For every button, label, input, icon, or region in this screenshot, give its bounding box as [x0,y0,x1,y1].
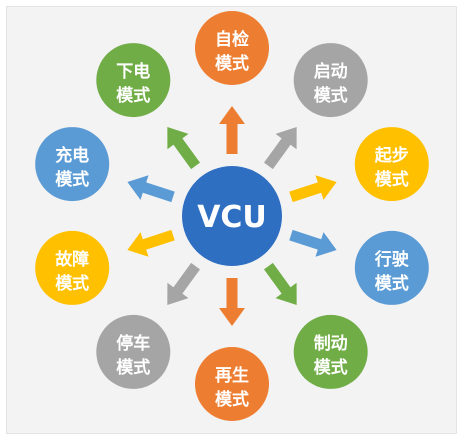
mode-circle-charge [35,127,110,202]
vcu-hub-label: VCU [197,200,267,235]
mode-label-launch-line1: 起步 [374,145,409,166]
arrow-to-drive-mode [289,229,337,257]
arrow-to-parking-mode [167,262,201,305]
arrow-to-regen-mode [219,278,245,326]
vcu-hub-circle [182,166,282,266]
mode-label-charge-line2: 模式 [55,169,89,190]
arrow-to-charge-mode [127,175,175,203]
arrow-to-self-check-mode [219,106,245,154]
mode-label-fault-line2: 模式 [55,273,89,294]
arrow-to-brake-mode [263,262,297,305]
mode-label-start-line2: 模式 [314,85,348,106]
mode-label-brake-line1: 制动 [314,333,348,354]
mode-label-regen-line1: 再生 [215,365,249,386]
mode-label-power-off-line1: 下电 [116,61,150,82]
mode-label-self-check-line1: 自检 [215,29,249,50]
mode-label-regen-line2: 模式 [215,389,249,410]
arrow-to-launch-mode [289,175,337,203]
mode-label-start-line1: 启动 [314,61,348,82]
mode-label-brake-line2: 模式 [314,357,348,378]
mode-label-fault-line1: 故障 [55,249,89,270]
mode-circle-power-off [96,43,171,118]
mode-circle-self-check [195,11,269,85]
mode-label-drive-line1: 行驶 [374,249,409,270]
mode-label-parking-line2: 模式 [116,357,150,378]
mode-label-launch-line2: 模式 [375,169,409,190]
arrow-layer [127,106,337,326]
vcu-hub: VCU [182,166,282,266]
arrow-to-start-mode [263,127,297,170]
arrow-to-power-off-mode [167,127,201,170]
mode-circle-fault [35,230,110,305]
mode-node-layer: 自检模式启动模式起步模式行驶模式制动模式再生模式停车模式故障模式充电模式下电模式 [35,11,429,421]
mode-label-self-check-line2: 模式 [215,53,249,74]
mode-label-drive-line2: 模式 [375,273,409,294]
mode-circle-start [293,43,368,118]
arrow-to-fault-mode [127,229,175,257]
mode-circle-regen [195,347,269,421]
mode-circle-launch [354,127,429,202]
mode-label-parking-line1: 停车 [116,333,150,354]
mode-label-power-off-line2: 模式 [116,85,150,106]
mode-circle-brake [293,314,368,389]
mode-circle-parking [96,314,171,389]
mode-circle-drive [354,230,429,305]
mode-label-charge-line1: 充电 [55,145,89,166]
